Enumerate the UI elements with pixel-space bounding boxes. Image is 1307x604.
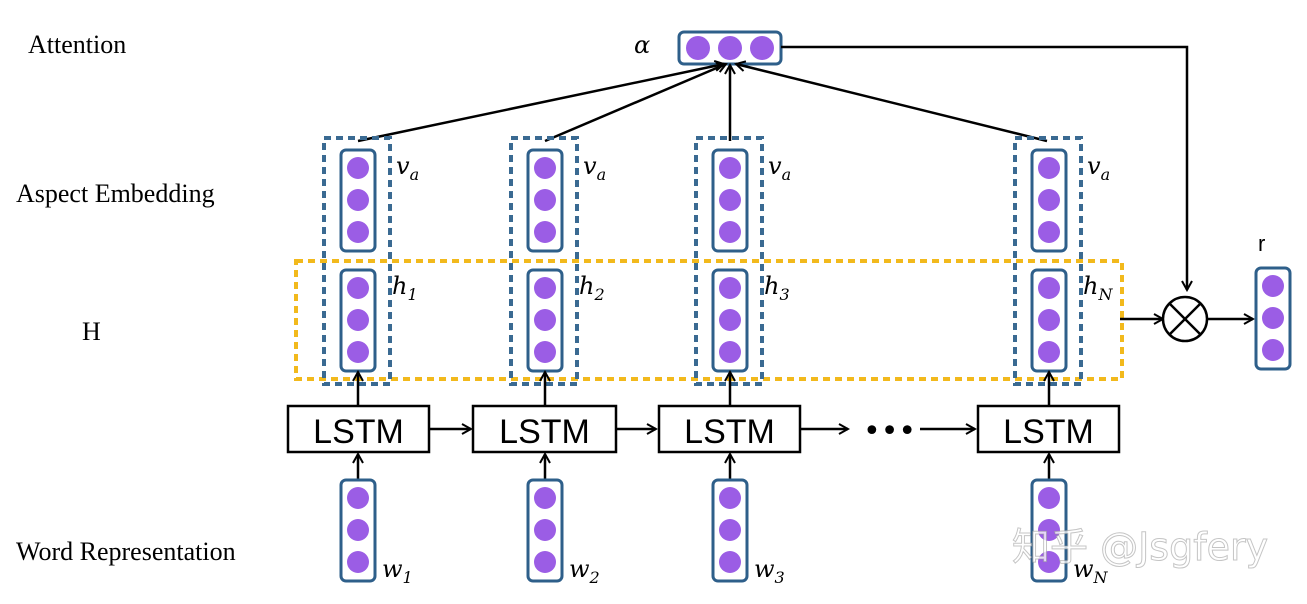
ellipsis: ••• [863,414,916,449]
aspect-vector-label: va [396,152,419,184]
hidden-vector-label: hN [1083,272,1113,304]
output-r-label: r [1258,231,1265,256]
lstm-label: LSTM [499,413,590,451]
lstm-cell: LSTM [471,404,618,454]
lstm-cell: LSTM [976,404,1121,454]
aspect-vector-label: va [1087,152,1110,184]
hidden-vector [1030,268,1068,373]
hidden-vector [339,268,377,373]
aspect-vector-label: va [583,152,606,184]
hidden-layer-region [294,259,1124,381]
attention-arrows [357,64,1048,143]
alpha-to-multiply-arrow [781,45,1187,290]
output-r-vector [1254,266,1292,371]
aspect-vector [711,148,749,253]
lstm-label: LSTM [1003,413,1094,451]
row-label-word-representation: Word Representation [16,537,236,566]
hidden-vector [526,268,564,373]
aspect-vector [1030,148,1068,253]
aspect-vector [339,148,377,253]
word-vector [711,478,749,583]
lstm-label: LSTM [684,413,775,451]
lstm-cell: LSTM [286,404,431,454]
word-vector [1030,478,1068,583]
watermark-text: 知乎 @Jsgfery [1012,525,1268,569]
row-label-aspect-embedding: Aspect Embedding [16,179,215,208]
hidden-vector-label: h3 [764,272,790,304]
word-vector [526,478,564,583]
hidden-vector [711,268,749,373]
multiply-icon [1161,295,1209,343]
hidden-vector-label: h2 [579,272,605,304]
word-vector-label: wN [1073,555,1109,587]
column-n: va hN LSTM wN [976,136,1121,587]
word-vector-label: w1 [382,555,413,587]
word-vector-label: w3 [754,555,785,587]
lstm-cell: LSTM [657,404,802,454]
aspect-vector [526,148,564,253]
aspect-vector-label: va [768,152,791,184]
lstm-label: LSTM [313,413,404,451]
word-vector-label: w2 [569,555,600,587]
row-label-attention: Attention [28,30,126,59]
attention-alpha-vector [677,30,783,66]
word-vector [339,478,377,583]
row-label-hidden: H [82,317,101,346]
hidden-vector-label: h1 [392,272,418,304]
alpha-label: α [634,31,650,59]
